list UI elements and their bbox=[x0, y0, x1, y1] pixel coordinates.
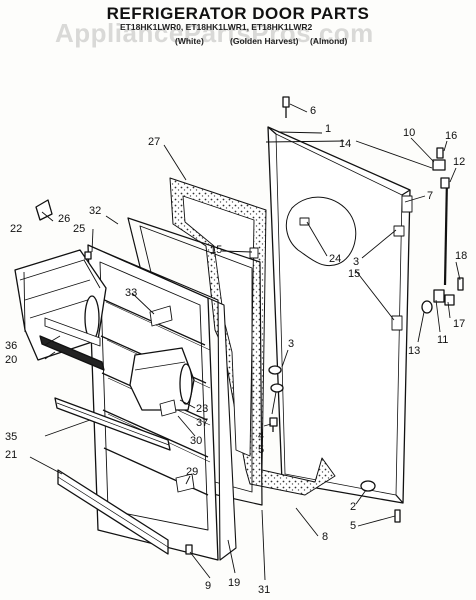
insulation-patch bbox=[285, 196, 357, 266]
screws bbox=[84, 96, 401, 555]
variant-golden-harvest: (Golden Harvest) bbox=[230, 36, 299, 46]
callout-24: 24 bbox=[329, 253, 341, 265]
shelf-bar-36 bbox=[44, 317, 101, 347]
shelf-bar-21 bbox=[57, 469, 169, 555]
bottom-hinge-assembly bbox=[421, 277, 464, 314]
callout-12: 12 bbox=[453, 156, 465, 168]
callout-15-right: 15 bbox=[348, 268, 360, 280]
middle-door-bin bbox=[129, 347, 195, 411]
callout-33: 33 bbox=[125, 287, 137, 299]
callout-1: 1 bbox=[325, 123, 331, 135]
hinge-bracket-15b bbox=[391, 315, 403, 331]
callout-27: 27 bbox=[148, 136, 160, 148]
callout-20: 20 bbox=[5, 354, 17, 366]
callout-30: 30 bbox=[190, 435, 202, 447]
callout-4: 4 bbox=[258, 430, 264, 442]
callout-18: 18 bbox=[455, 250, 467, 262]
handle-mount bbox=[401, 195, 413, 213]
callout-31: 31 bbox=[258, 584, 270, 596]
callout-19: 19 bbox=[228, 577, 240, 589]
callout-8: 8 bbox=[322, 531, 328, 543]
callout-15-left: 15 bbox=[210, 244, 222, 256]
callout-23: 23 bbox=[196, 403, 208, 415]
callout-5-bottom: 5 bbox=[350, 520, 356, 532]
callout-35: 35 bbox=[5, 431, 17, 443]
callout-17: 17 bbox=[453, 318, 465, 330]
callout-6: 6 bbox=[310, 105, 316, 117]
callout-13: 13 bbox=[408, 345, 420, 357]
callout-37: 37 bbox=[196, 417, 208, 429]
callout-16: 16 bbox=[445, 130, 457, 142]
insulation-clip bbox=[299, 217, 310, 226]
shelf-bar-35 bbox=[54, 397, 171, 451]
bracket-37 bbox=[159, 399, 177, 417]
bracket-3 bbox=[393, 225, 405, 237]
callout-7: 7 bbox=[427, 190, 433, 202]
callout-9: 9 bbox=[205, 580, 211, 592]
variant-almond: (Almond) bbox=[310, 36, 348, 46]
callout-14: 14 bbox=[339, 138, 351, 150]
callout-labels: 6 1 14 10 16 12 7 27 26 32 25 22 15 24 3… bbox=[5, 105, 467, 596]
watermark: AppliancePartsPros.com bbox=[55, 18, 374, 48]
callout-29: 29 bbox=[186, 466, 198, 478]
callout-3-mid: 3 bbox=[288, 338, 294, 350]
callout-2: 2 bbox=[350, 501, 356, 513]
model-numbers: ET18HK1LWR0, ET18HK1LWR1, ET18HK1LWR2 bbox=[120, 22, 313, 32]
hinge-bracket-15a bbox=[249, 247, 259, 259]
callout-26: 26 bbox=[58, 213, 70, 225]
callout-3-right: 3 bbox=[353, 256, 359, 268]
shelf-bar-20 bbox=[39, 335, 105, 371]
door-stop-clip bbox=[35, 199, 53, 221]
door-gasket bbox=[169, 177, 336, 496]
variant-white: (White) bbox=[175, 36, 204, 46]
top-hinge bbox=[432, 147, 450, 286]
outer-door-panel bbox=[267, 126, 411, 504]
bracket-33 bbox=[149, 305, 173, 327]
bracket-29 bbox=[175, 473, 195, 493]
callout-11: 11 bbox=[437, 334, 448, 346]
callout-5-mid: 5 bbox=[258, 444, 264, 456]
callout-32: 32 bbox=[89, 205, 101, 217]
callout-22: 22 bbox=[10, 223, 22, 235]
callout-36: 36 bbox=[5, 340, 17, 352]
callout-25: 25 bbox=[73, 223, 85, 235]
diagram-title: REFRIGERATOR DOOR PARTS bbox=[106, 4, 370, 23]
callout-10: 10 bbox=[403, 127, 415, 139]
callout-21: 21 bbox=[5, 449, 17, 461]
leader-lines bbox=[23, 103, 461, 581]
